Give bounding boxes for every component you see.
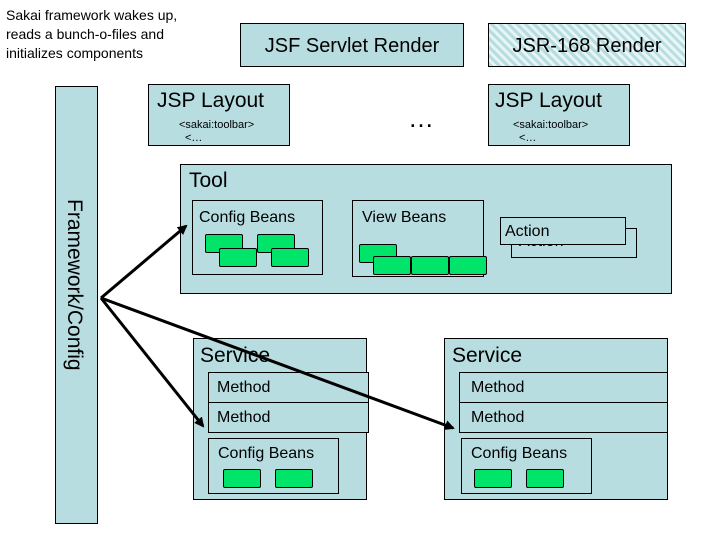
arrow-to-right-service-config-beans [100,296,455,430]
left-service-method-1-label: Method [217,379,271,396]
left-service-config-beans-box: Config Beans [208,438,339,494]
bean [526,469,564,488]
tool-config-beans-label: Config Beans [199,209,296,226]
right-service-method-2-label: Method [471,409,525,426]
tool-action-front-box: Action [500,217,626,245]
right-service-method-1: Method [459,372,668,403]
right-service-config-beans-box: Config Beans [461,438,592,494]
right-jsp-layout-box: JSP Layout <sakai:toolbar> <… [488,84,630,146]
framework-config-bar: Framework/Config [55,86,98,524]
right-service-method-2: Method [459,402,668,433]
right-jsp-layout-title: JSP Layout [495,89,603,112]
left-jsp-layout-box: JSP Layout <sakai:toolbar> <… [148,84,290,146]
left-service-method-2-label: Method [217,409,271,426]
tool-view-beans-label: View Beans [362,209,447,226]
bean [219,248,257,267]
left-jsp-layout-title: JSP Layout [157,89,265,112]
right-jsp-layout-line1: <sakai:toolbar> [513,119,589,131]
bean [271,248,309,267]
right-service-title: Service [452,344,523,367]
arrow-to-left-service-config-beans [99,297,205,428]
bean [275,469,313,488]
tool-config-beans-box: Config Beans [192,200,323,275]
left-service-method-1: Method [208,372,369,403]
right-service-config-beans-label: Config Beans [471,445,568,462]
jsf-servlet-render-box: JSF Servlet Render [240,23,464,67]
jsr-168-render-box: JSR-168 Render [488,23,686,67]
intro-line-3: initializes components [6,45,143,61]
tool-box: Tool Config Beans View Beans Action Acti… [180,164,672,294]
right-jsp-layout-line2: <… [519,132,537,144]
arrow-to-tool-config-beans [100,224,188,300]
jsr-168-render-label: JSR-168 Render [512,35,662,57]
intro-text: Sakai framework wakes up, reads a bunch-… [6,6,177,63]
left-service-method-2: Method [208,402,369,433]
bean [411,256,449,275]
tool-view-beans-box: View Beans [352,200,487,277]
ellipsis: … [408,103,434,133]
left-service-title: Service [200,344,271,367]
left-jsp-layout-line1: <sakai:toolbar> [179,119,255,131]
intro-line-2: reads a bunch-o-files and [6,26,164,42]
bean [373,256,411,275]
tool-action-front-label: Action [505,223,550,240]
left-service-config-beans-label: Config Beans [218,445,315,462]
bean [449,256,487,275]
intro-line-1: Sakai framework wakes up, [6,7,178,23]
right-service-method-1-label: Method [471,379,525,396]
jsf-servlet-render-label: JSF Servlet Render [264,35,440,57]
right-service-box: Service Method Method Config Beans [444,338,668,500]
bean [223,469,261,488]
left-jsp-layout-line2: <… [185,132,203,144]
tool-title: Tool [189,169,228,192]
bean [474,469,512,488]
